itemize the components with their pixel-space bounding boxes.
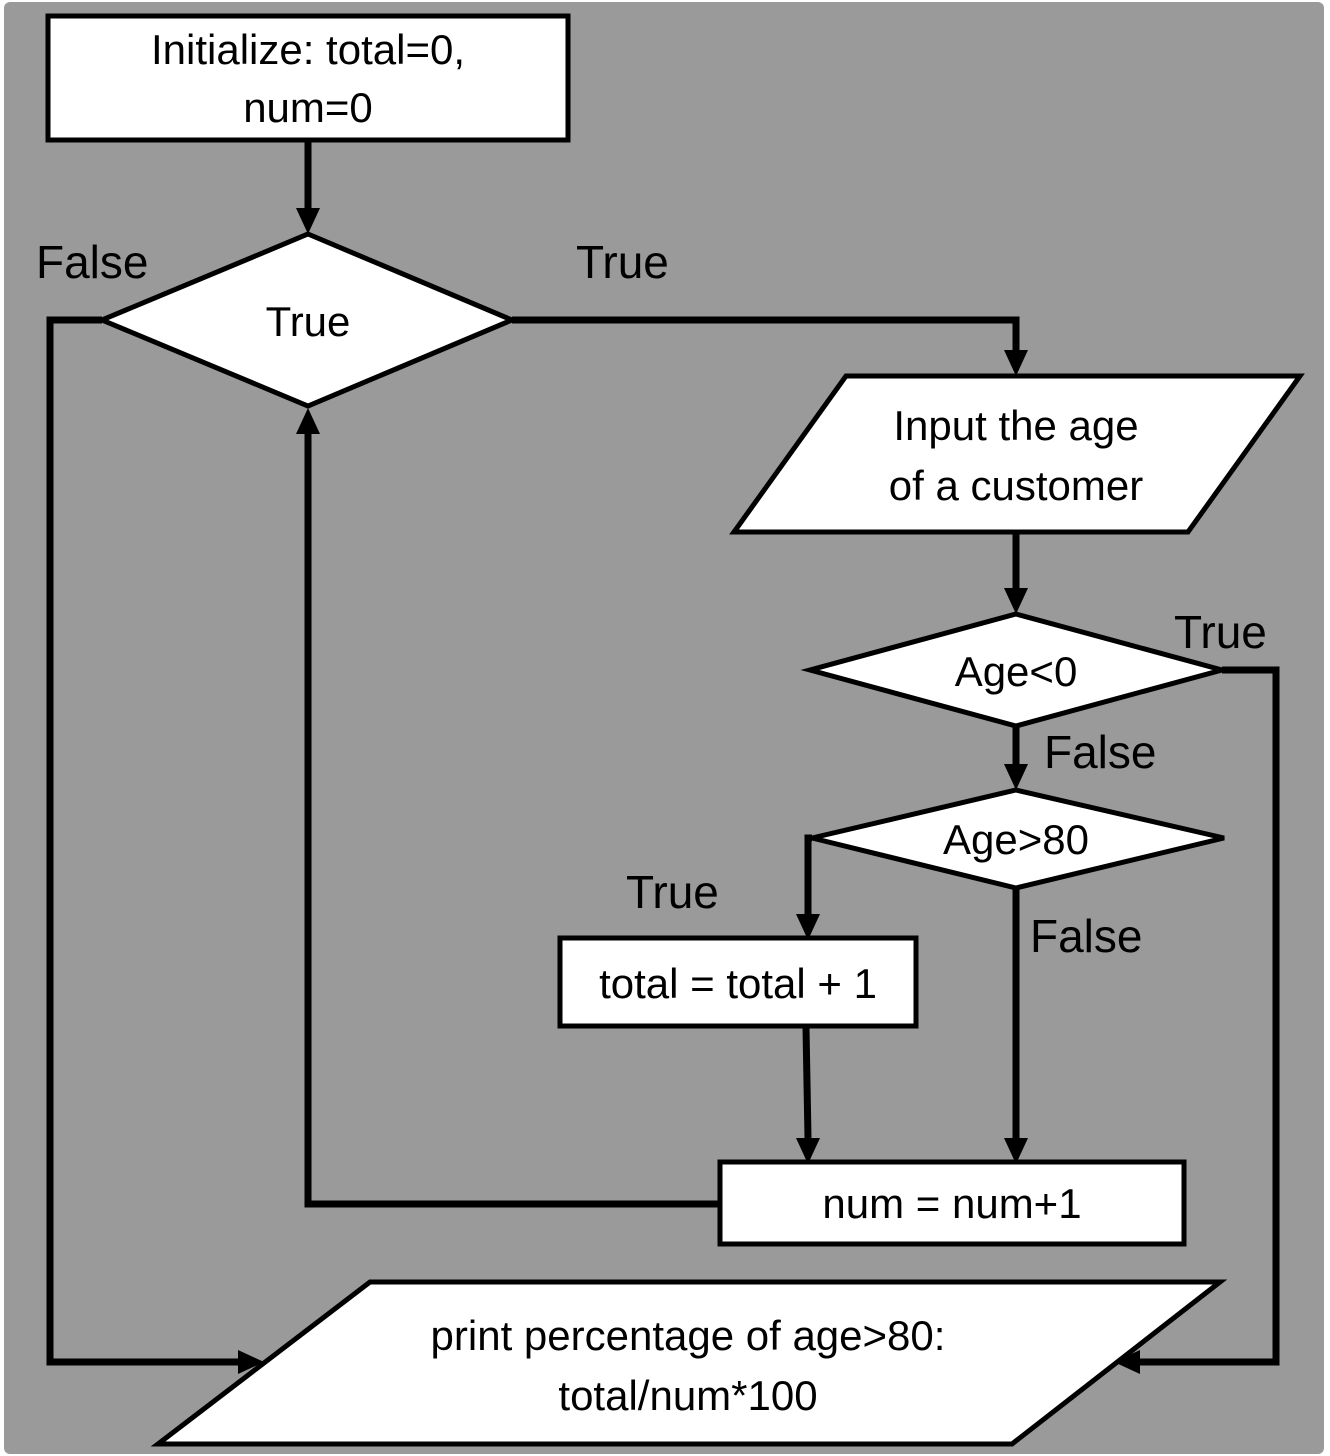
edge-total-to-num <box>802 1027 812 1139</box>
init-text-line2: num=0 <box>243 84 373 131</box>
arrowhead-age-negative-top <box>1004 588 1028 614</box>
print-result-parallelogram: print percentage of age>80: total/num*10… <box>150 1279 1228 1447</box>
edge-loop-true-to-input <box>512 316 1020 350</box>
label-age-negative-false: False <box>1044 726 1156 778</box>
age-over-80-text: Age>80 <box>943 816 1089 863</box>
arrowhead-age-over-80-top <box>1004 764 1028 790</box>
edge-age-over-80-true-to-total <box>804 834 812 914</box>
arrowhead-num-left-top <box>796 1138 820 1164</box>
loop-condition-diamond: True <box>95 231 519 409</box>
print-result-text-line1: print percentage of age>80: <box>431 1312 946 1359</box>
age-over-80-diamond: Age>80 <box>811 787 1225 891</box>
edge-loop-false-to-print <box>46 316 238 1366</box>
arrowhead-num-right-top <box>1004 1138 1028 1164</box>
arrowhead-print-left <box>238 1350 264 1374</box>
edges <box>46 140 1280 1374</box>
increment-num-box: num = num+1 <box>717 1159 1187 1247</box>
arrowhead-total-top <box>796 914 820 940</box>
age-negative-diamond: Age<0 <box>800 611 1232 729</box>
arrowhead-loop-bottom <box>296 408 320 434</box>
init-process-box: Initialize: total=0, num=0 <box>45 13 571 143</box>
increment-num-text: num = num+1 <box>822 1180 1081 1227</box>
input-age-text-line2: of a customer <box>889 462 1143 509</box>
loop-condition-text: True <box>266 298 351 345</box>
edge-labels: False True True False True False <box>36 236 1267 962</box>
arrowhead-input-top <box>1004 350 1028 376</box>
label-loop-true: True <box>576 236 669 288</box>
increment-total-text: total = total + 1 <box>599 960 877 1007</box>
label-age-over-80-false: False <box>1030 910 1142 962</box>
arrowhead-print-right <box>1114 1350 1140 1374</box>
age-negative-text: Age<0 <box>955 648 1078 695</box>
label-loop-false: False <box>36 236 148 288</box>
arrowhead-loop-top <box>296 208 320 234</box>
label-age-negative-true: True <box>1174 606 1267 658</box>
increment-total-box: total = total + 1 <box>557 935 919 1029</box>
input-age-parallelogram: Input the age of a customer <box>729 373 1305 535</box>
edge-age-negative-true-to-print <box>1140 666 1280 1366</box>
print-result-text-line2: total/num*100 <box>558 1372 817 1419</box>
label-age-over-80-true: True <box>626 866 719 918</box>
init-text-line1: Initialize: total=0, <box>151 26 465 73</box>
input-age-text-line1: Input the age <box>893 402 1138 449</box>
edge-num-back-to-loop <box>304 434 720 1208</box>
